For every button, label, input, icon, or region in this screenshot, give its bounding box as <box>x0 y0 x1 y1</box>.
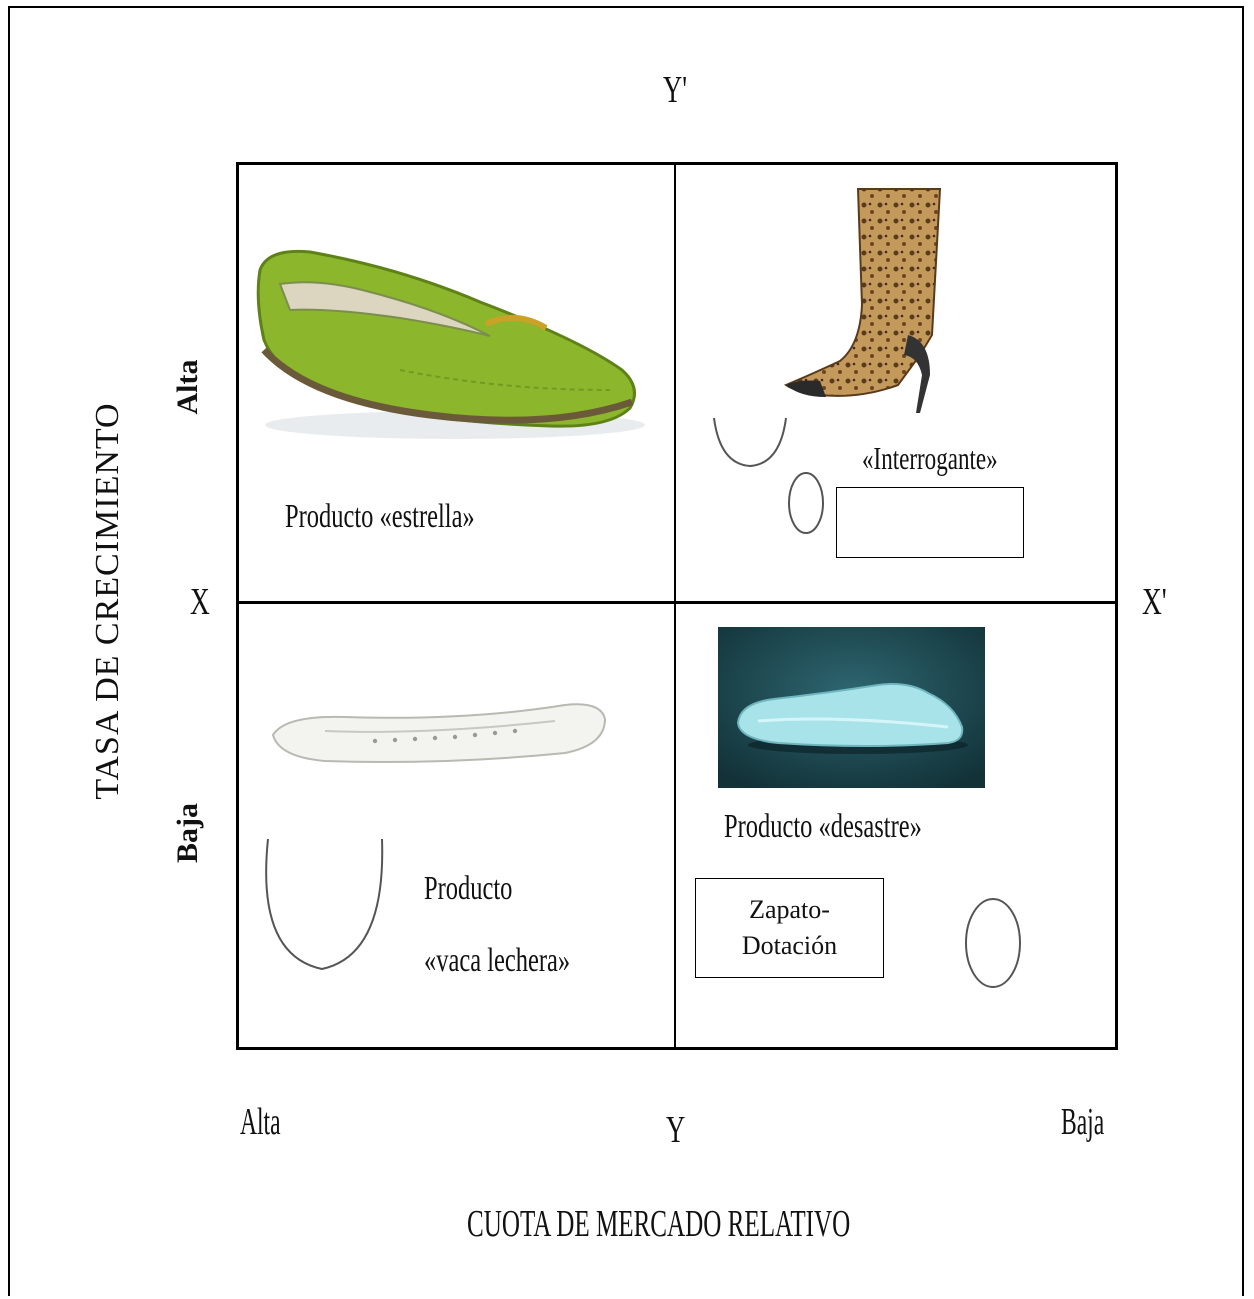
question-empty-box <box>836 487 1024 558</box>
box-line-1: Zapato- <box>696 893 883 927</box>
white-clog-image <box>718 627 985 788</box>
bubble-arc-cash-cow <box>262 835 387 975</box>
green-loafer-image <box>250 240 650 445</box>
share-low-label: Baja <box>1061 1100 1104 1144</box>
white-flat-image <box>265 695 610 767</box>
growth-high-label: Alta <box>171 347 205 427</box>
bubble-circle-dog <box>963 895 1023 991</box>
growth-axis-title: TASA DE CRECIMIENTO <box>89 341 127 861</box>
share-axis-title: CUOTA DE MERCADO RELATIVO <box>467 1202 850 1246</box>
leopard-boot-image <box>780 185 950 417</box>
cash-cow-label-line2: «vaca lechera» <box>424 942 570 980</box>
bubble-arc-question <box>710 412 790 472</box>
box-line-2: Dotación <box>696 929 883 963</box>
matrix-vertical-divider <box>674 162 676 1050</box>
y-label: Y <box>666 1108 685 1152</box>
zapato-dotacion-box: Zapato- Dotación <box>695 878 884 978</box>
y-prime-label: Y' <box>663 68 687 112</box>
x-prime-label: X' <box>1142 580 1167 624</box>
question-product-label: «Interrogante» <box>862 440 998 477</box>
cash-cow-label-line1: Producto <box>424 870 512 908</box>
x-label: X <box>190 580 210 624</box>
growth-low-label: Baja <box>171 793 205 873</box>
dog-product-label: Producto «desastre» <box>724 808 922 846</box>
bubble-circle-question <box>786 470 826 536</box>
matrix-horizontal-divider <box>236 601 1118 604</box>
star-product-label: Producto «estrella» <box>285 498 475 536</box>
share-high-label: Alta <box>240 1100 281 1144</box>
